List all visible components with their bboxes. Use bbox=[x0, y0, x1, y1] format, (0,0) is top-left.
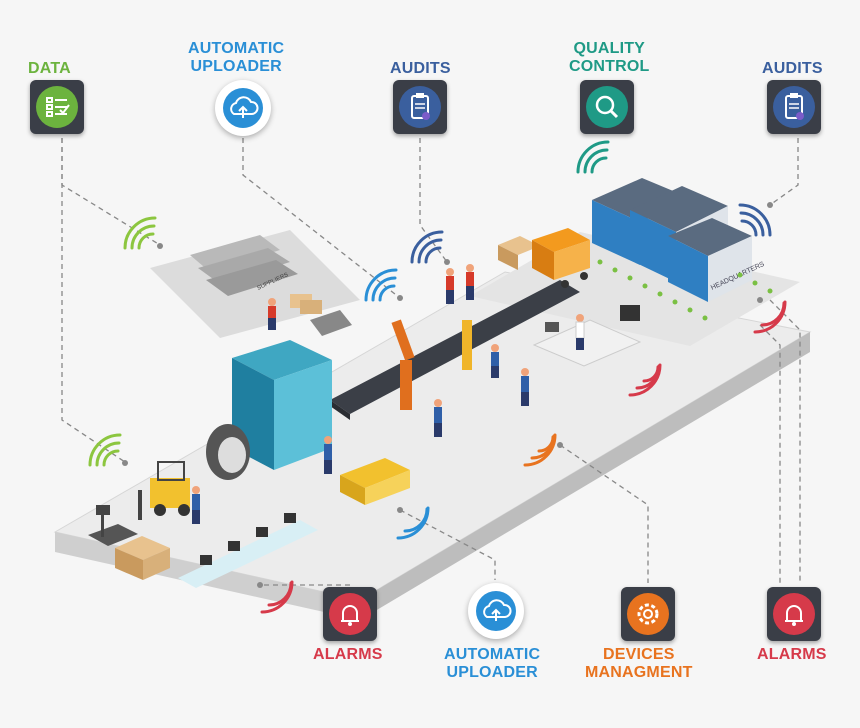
office-workstations bbox=[178, 513, 318, 588]
checklist-icon bbox=[46, 97, 70, 117]
alarms-1-tile[interactable] bbox=[323, 587, 377, 641]
data-tile[interactable] bbox=[30, 80, 84, 134]
worker bbox=[466, 264, 474, 300]
hedge-dots bbox=[597, 259, 773, 321]
alarms-2-tile[interactable] bbox=[767, 587, 821, 641]
data-label: DATA bbox=[28, 60, 71, 77]
bell-icon bbox=[785, 605, 803, 626]
audits-1-tile[interactable] bbox=[393, 80, 447, 134]
signal-alarms-left bbox=[257, 580, 294, 614]
workers bbox=[192, 264, 585, 524]
conveyor-belt bbox=[330, 280, 580, 420]
worker bbox=[491, 344, 499, 378]
worker bbox=[192, 486, 200, 524]
signal-devices bbox=[523, 433, 563, 467]
connector-lines bbox=[61, 138, 801, 586]
weighing-scale bbox=[88, 505, 138, 546]
cloud-upload-icon bbox=[483, 599, 512, 621]
bell-icon bbox=[341, 605, 359, 626]
devices-tile[interactable] bbox=[621, 587, 675, 641]
robot-arms bbox=[391, 319, 472, 410]
yellow-machine bbox=[340, 458, 410, 505]
audits-2-tile[interactable] bbox=[767, 80, 821, 134]
alarms-2-label: ALARMS bbox=[757, 646, 827, 663]
forklift bbox=[138, 461, 190, 520]
gear-icon bbox=[637, 603, 659, 625]
worker bbox=[268, 298, 276, 330]
signal-data-bottom bbox=[88, 433, 128, 467]
audits-1-label: AUDITS bbox=[390, 60, 451, 77]
delivery-truck bbox=[532, 228, 590, 288]
wireless-signals bbox=[88, 140, 787, 614]
press-machine bbox=[206, 340, 332, 480]
worker bbox=[575, 314, 585, 350]
signal-alarms-right bbox=[753, 297, 787, 334]
clipboard-icon bbox=[411, 93, 430, 120]
worker bbox=[324, 436, 332, 474]
worker bbox=[434, 399, 442, 437]
cargo-boxes bbox=[115, 236, 540, 580]
worker bbox=[446, 268, 454, 304]
clipboard-icon bbox=[785, 93, 804, 120]
worker bbox=[521, 368, 529, 406]
alarms-1-label: ALARMS bbox=[313, 646, 383, 663]
signal-uploader-top bbox=[364, 268, 403, 302]
signal-quality bbox=[576, 140, 610, 174]
cloud-upload-icon bbox=[230, 96, 259, 118]
lab-desks bbox=[532, 305, 642, 367]
signal-audits-2 bbox=[738, 202, 773, 237]
signal-data-top bbox=[123, 216, 163, 250]
signal-alarms-mid bbox=[628, 363, 662, 397]
suppliers-rack: SUPPLIERS bbox=[190, 235, 352, 336]
magnifier-icon bbox=[595, 95, 619, 119]
audits-2-label: AUDITS bbox=[762, 60, 823, 77]
uploader-bottom-button[interactable] bbox=[468, 583, 524, 639]
uploader-top-button[interactable] bbox=[215, 80, 271, 136]
signal-uploader-bottom bbox=[396, 506, 430, 540]
arrow-shape bbox=[310, 310, 352, 336]
quality-tile[interactable] bbox=[580, 80, 634, 134]
signal-audits-1 bbox=[410, 230, 450, 265]
